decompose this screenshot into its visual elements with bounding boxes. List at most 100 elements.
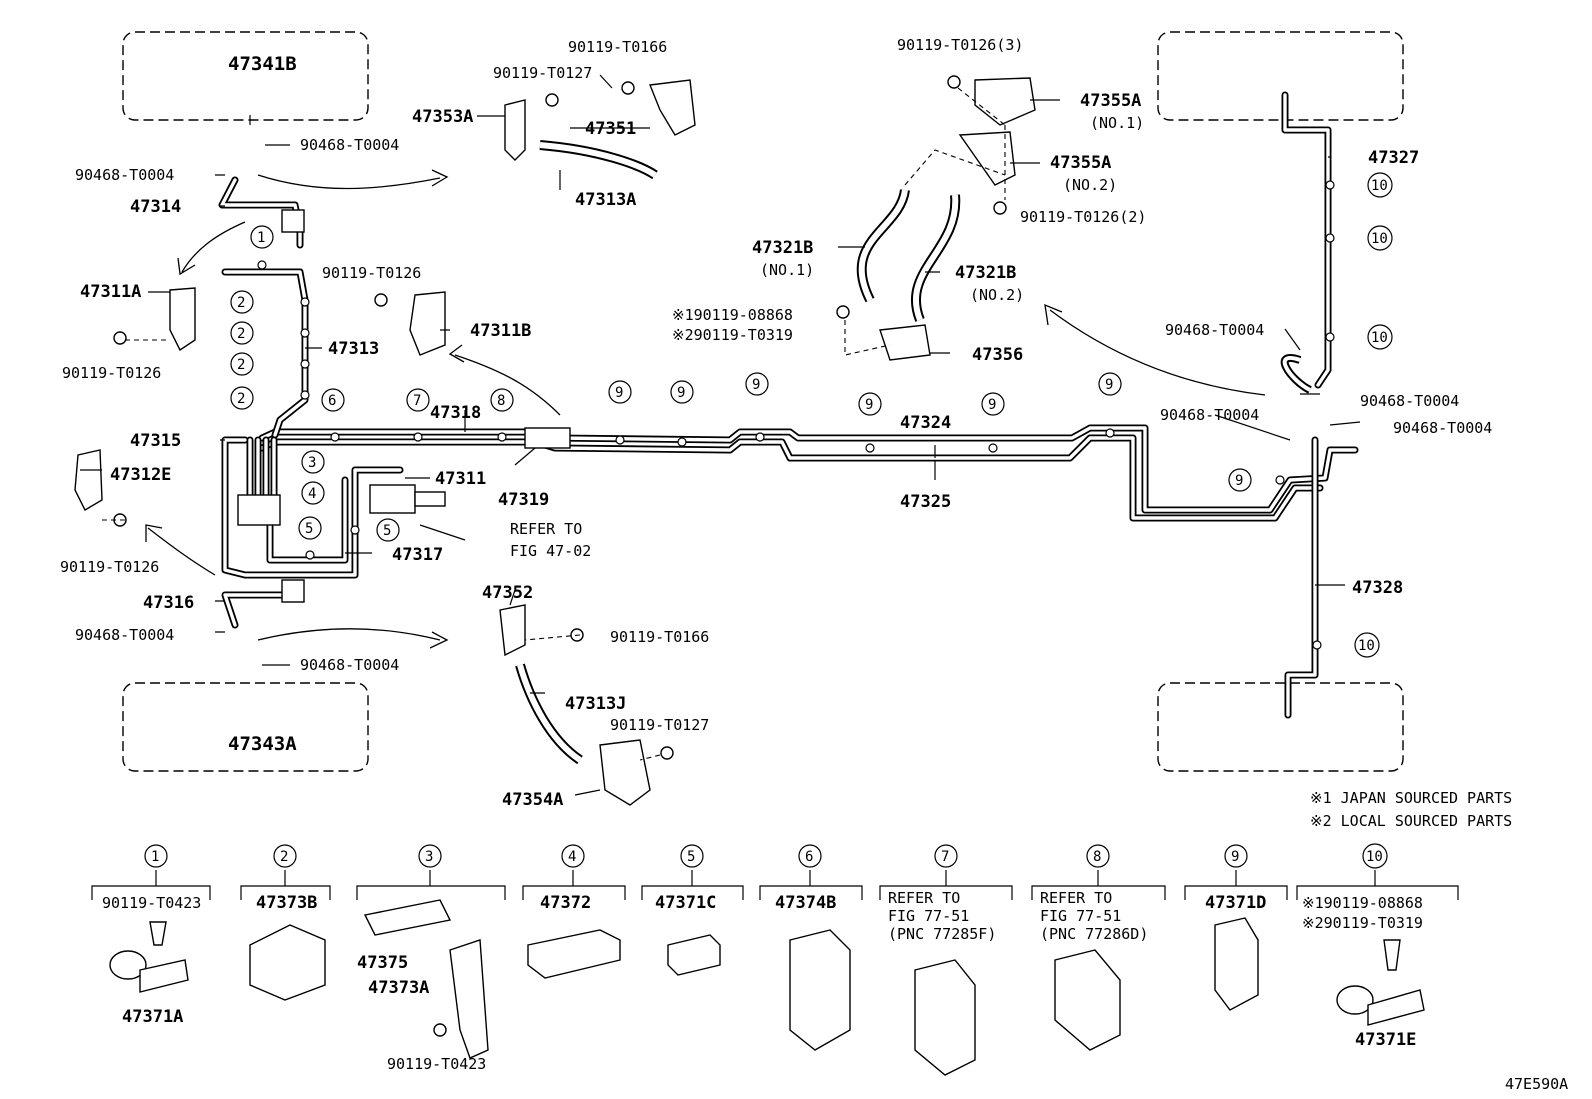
pipe-union-47319 [524, 427, 571, 449]
legend-num-6: 6 [798, 844, 822, 868]
legend-num-5: 5 [680, 844, 704, 868]
legend-1-drawing [109, 921, 189, 993]
label-90119-T0127-b: 90119-T0127 [610, 716, 709, 734]
marker-10-b: 10 [1367, 225, 1393, 251]
label-47321B-no2: 47321B [955, 263, 1016, 283]
label-90468-2: 90468-T0004 [75, 166, 174, 184]
svg-text:9: 9 [1105, 377, 1113, 393]
svg-text:3: 3 [308, 455, 316, 471]
label-47343A: 47343A [228, 733, 297, 755]
legend-8-line2: FIG 77-51 [1040, 907, 1121, 925]
direction-arrows [145, 169, 1266, 649]
label-47352: 47352 [482, 583, 533, 603]
legend-10-bolt-2: ※290119-T0319 [1302, 914, 1423, 932]
label-47355A-no2: 47355A [1050, 153, 1111, 173]
svg-text:9: 9 [1231, 849, 1239, 865]
marker-2-c: 2 [230, 352, 254, 376]
marker-3: 3 [301, 450, 325, 474]
label-90119-08868: ※190119-08868 [672, 306, 793, 324]
front-right-wheel-area [1157, 31, 1404, 121]
legend-7-line3: (PNC 77285F) [888, 925, 996, 943]
legend-3-bracket: 47373A [368, 978, 429, 998]
label-90119-T0126-2: 90119-T0126(2) [1020, 208, 1146, 226]
label-47356: 47356 [972, 345, 1023, 365]
marker-10-c: 10 [1367, 324, 1393, 350]
legend-num-10: 10 [1362, 843, 1388, 869]
label-47312E: 47312E [110, 465, 171, 485]
legend-7-line2: FIG 77-51 [888, 907, 969, 925]
label-47354A: 47354A [502, 790, 563, 810]
svg-text:8: 8 [497, 393, 505, 409]
label-47328: 47328 [1352, 578, 1403, 598]
bottom-union [281, 579, 305, 603]
label-47311: 47311 [435, 469, 486, 489]
svg-text:1: 1 [151, 849, 159, 865]
svg-text:9: 9 [615, 385, 623, 401]
legend-10-clamp: 47371E [1355, 1030, 1416, 1050]
diagram-code: 47E590A [1505, 1075, 1568, 1093]
legend-6-clamp: 47374B [775, 893, 836, 913]
label-47319: 47319 [498, 490, 549, 510]
svg-text:2: 2 [237, 295, 245, 311]
svg-text:7: 7 [941, 849, 949, 865]
svg-text:10: 10 [1371, 330, 1388, 346]
svg-text:5: 5 [305, 521, 313, 537]
svg-text:1: 1 [257, 230, 265, 246]
svg-text:2: 2 [237, 326, 245, 342]
svg-text:5: 5 [687, 849, 695, 865]
label-47324: 47324 [900, 413, 951, 433]
legend-4-clamp: 47372 [540, 893, 591, 913]
label-47318: 47318 [430, 403, 481, 423]
rear-left-wheel-area [122, 682, 369, 772]
label-47313J: 47313J [565, 694, 626, 714]
label-90119-T0126-c: 90119-T0126 [60, 558, 159, 576]
legend-7-line1: REFER TO [888, 889, 960, 907]
marker-2-a: 2 [230, 290, 254, 314]
label-47314: 47314 [130, 197, 181, 217]
legend-5-clamp: 47371C [655, 893, 716, 913]
master-cylinder-body [369, 484, 416, 514]
label-90119-T0127-a: 90119-T0127 [493, 64, 592, 82]
label-90468-6: 90468-T0004 [1360, 392, 1459, 410]
label-47316: 47316 [143, 593, 194, 613]
label-90468-3: 90468-T0004 [75, 626, 174, 644]
svg-text:8: 8 [1093, 849, 1101, 865]
label-90119-T0166-a: 90119-T0166 [568, 38, 667, 56]
bolts [113, 75, 1007, 760]
marker-8: 8 [490, 388, 514, 412]
label-47353A: 47353A [412, 107, 473, 127]
label-no1-a: (NO.1) [1090, 114, 1144, 132]
rear-right-wheel-area [1157, 682, 1404, 772]
legend-2-clamp: 47373B [256, 893, 317, 913]
legend-6-drawing [789, 929, 851, 1051]
svg-text:2: 2 [237, 391, 245, 407]
main-brake-pipes [218, 91, 1359, 719]
label-90119-T0166-b: 90119-T0166 [610, 628, 709, 646]
label-fig-47-02: FIG 47-02 [510, 542, 591, 560]
label-47351: 47351 [585, 119, 636, 139]
legend-8-line3: (PNC 77286D) [1040, 925, 1148, 943]
svg-text:4: 4 [308, 486, 316, 502]
footnote-2: ※2 LOCAL SOURCED PARTS [1310, 812, 1512, 830]
marker-9-d: 9 [858, 392, 882, 416]
label-90468-1: 90468-T0004 [300, 136, 399, 154]
clamp-legend: 1 2 3 4 5 6 7 8 9 10 90119-T0423 47371A … [91, 843, 1459, 1076]
marker-9-f: 9 [1098, 372, 1122, 396]
label-47321B-no1: 47321B [752, 238, 813, 258]
svg-text:2: 2 [237, 357, 245, 373]
legend-num-2: 2 [273, 844, 297, 868]
svg-text:10: 10 [1358, 638, 1375, 654]
label-47313: 47313 [328, 339, 379, 359]
marker-10-a: 10 [1367, 172, 1393, 198]
legend-num-7: 7 [934, 844, 958, 868]
marker-9-b: 9 [670, 380, 694, 404]
label-90119-T0126-a: 90119-T0126 [62, 364, 161, 382]
dashed-guides [100, 87, 1006, 761]
leader-lines [80, 74, 1361, 796]
legend-9-clamp: 47371D [1205, 893, 1266, 913]
marker-2-b: 2 [230, 321, 254, 345]
legend-1-clamp: 47371A [122, 1007, 183, 1027]
svg-text:9: 9 [988, 397, 996, 413]
legend-num-3: 3 [418, 844, 442, 868]
svg-text:6: 6 [805, 849, 813, 865]
